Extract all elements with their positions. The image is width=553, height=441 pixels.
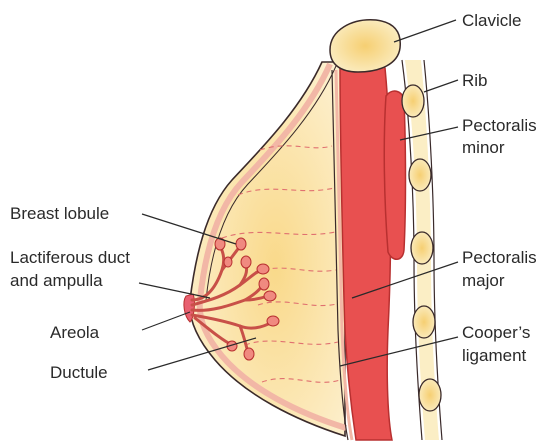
coopers-ligament-label-line2: ligament [462,346,527,365]
lactiferous-label-line2: and ampulla [10,271,103,290]
pectoralis-minor-label-line1: Pectoralis [462,116,537,135]
pectoralis-minor-label-line2: minor [462,138,505,157]
clavicle-bone [330,20,400,72]
rib-label: Rib [462,71,488,90]
ductule-label: Ductule [50,363,108,382]
areola-label: Areola [50,323,100,342]
breast-lobule-label: Breast lobule [10,204,109,223]
pectoralis-minor-muscle [384,91,405,259]
pectoralis-major-label-line2: major [462,271,505,290]
areola-leader [142,312,190,330]
clavicle-label: Clavicle [462,11,522,30]
coopers-ligament-label-line1: Cooper’s [462,323,530,342]
areola-shape [184,294,195,322]
breast-tissue [190,62,345,436]
lactiferous-label-line1: Lactiferous duct [10,248,130,267]
pectoralis-major-label-line1: Pectoralis [462,248,537,267]
rib-leader [424,80,458,92]
clavicle-leader [394,20,456,42]
